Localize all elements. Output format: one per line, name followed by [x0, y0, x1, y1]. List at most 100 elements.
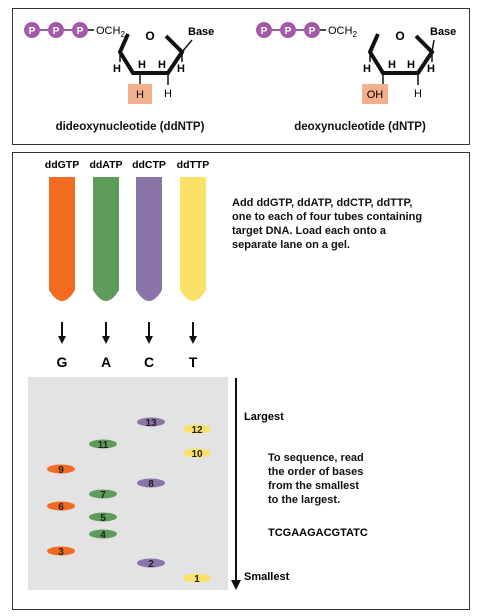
h-label-3: H: [158, 59, 166, 71]
band-shape: [137, 478, 165, 488]
nucleotide-structures-panel: [12, 8, 470, 145]
band-number: 6: [58, 502, 64, 513]
band-number: 1: [194, 574, 200, 585]
h-label-1: H: [113, 63, 121, 75]
down-arrow-head: [145, 336, 153, 344]
ring-oxygen: O: [395, 29, 404, 43]
phosphate-1: [256, 22, 272, 38]
h-label-5: H: [164, 88, 172, 100]
tube-g: ddGTP G: [45, 159, 79, 370]
read-note-text: To sequence, read the order of bases fro…: [268, 452, 364, 506]
band-number: 2: [148, 559, 154, 570]
phosphate-2: [48, 22, 64, 38]
gel-band: 8: [137, 478, 165, 490]
gel-band: 13: [137, 417, 165, 429]
h-label-4: H: [177, 63, 185, 75]
band-shape: [89, 529, 117, 539]
tube-t: ddTTP T: [177, 159, 210, 370]
three-prime-highlight: [128, 84, 152, 104]
gel-band: 3: [47, 546, 75, 558]
band-shape: [89, 512, 117, 522]
down-arrow-head: [58, 336, 66, 344]
ddntp-caption: dideoxynucleotide (ddNTP): [55, 121, 205, 133]
phosphate-3-label: P: [309, 26, 316, 37]
base-letter: C: [144, 354, 154, 370]
three-prime-oh: OH: [367, 89, 384, 101]
band-shape: [47, 501, 75, 511]
och2-label: OCH2: [96, 25, 125, 39]
gel-band: 6: [47, 501, 75, 513]
band-shape: [183, 424, 211, 434]
band-number: 8: [148, 479, 154, 490]
ddntp-structure: P P P OCH2 O Base H H H H H H: [24, 22, 214, 104]
band-number: 5: [100, 513, 106, 524]
band-shape: [47, 546, 75, 556]
band-number: 3: [58, 547, 64, 558]
tube-body: [49, 177, 75, 301]
tube-body: [136, 177, 162, 301]
h-label-5: H: [414, 88, 422, 100]
h-label-2: H: [388, 59, 396, 71]
phosphate-3-label: P: [77, 26, 84, 37]
instructions-text: Add ddGTP, ddATP, ddCTP, ddTTP, one to e…: [232, 197, 423, 251]
largest-label: Largest: [244, 411, 284, 423]
phosphate-2-label: P: [285, 26, 292, 37]
gel-band: 10: [183, 448, 211, 460]
phosphate-1-label: P: [261, 26, 268, 37]
band-number: 13: [145, 418, 157, 429]
tube-body: [180, 177, 206, 301]
band-number: 9: [58, 465, 64, 476]
gel-band: 7: [89, 489, 117, 501]
gel-band: 4: [89, 529, 117, 541]
gel-band: 9: [47, 464, 75, 476]
base-label: Base: [188, 26, 214, 38]
band-shape: [183, 448, 211, 458]
phosphate-1: [24, 22, 40, 38]
band-shape: [89, 489, 117, 499]
gel-band: 1: [183, 573, 211, 585]
smallest-label: Smallest: [244, 571, 290, 583]
h-label-2: H: [138, 59, 146, 71]
phosphate-3: [72, 22, 88, 38]
band-shape: [47, 464, 75, 474]
phosphate-1-label: P: [29, 26, 36, 37]
band-number: 12: [191, 425, 203, 436]
phosphate-3: [304, 22, 320, 38]
h-label-4: H: [427, 63, 435, 75]
band-shape: [89, 439, 117, 449]
sequence-result: TCGAAGACGTATC: [268, 527, 368, 539]
band-number: 7: [100, 490, 106, 501]
h-label-3: H: [407, 59, 415, 71]
band-number: 4: [100, 530, 106, 541]
gel-band: 2: [137, 558, 165, 570]
h-label-1: H: [363, 63, 371, 75]
band-shape: [137, 417, 165, 427]
phosphate-2: [280, 22, 296, 38]
gel-band: 11: [89, 439, 117, 451]
tube-body: [93, 177, 119, 301]
base-letter: T: [189, 354, 198, 370]
dntp-caption: deoxynucleotide (dNTP): [294, 121, 426, 133]
band-shape: [137, 558, 165, 568]
base-letter: G: [57, 354, 68, 370]
down-arrow-head: [189, 336, 197, 344]
ring-oxygen: O: [145, 29, 154, 43]
band-number: 11: [98, 440, 109, 451]
down-arrow-head: [102, 336, 110, 344]
tube-label: ddTTP: [177, 159, 210, 171]
tube-label: ddATP: [89, 159, 122, 171]
three-prime-highlight: [362, 84, 388, 104]
phosphate-2-label: P: [53, 26, 60, 37]
och2-label: OCH2: [328, 25, 357, 39]
dntp-structure: P P P OCH2 O Base H H H H H OH: [256, 22, 456, 104]
base-label: Base: [430, 26, 456, 38]
tube-label: ddGTP: [45, 159, 79, 171]
three-prime-h: H: [136, 89, 144, 101]
band-shape: [183, 573, 211, 583]
